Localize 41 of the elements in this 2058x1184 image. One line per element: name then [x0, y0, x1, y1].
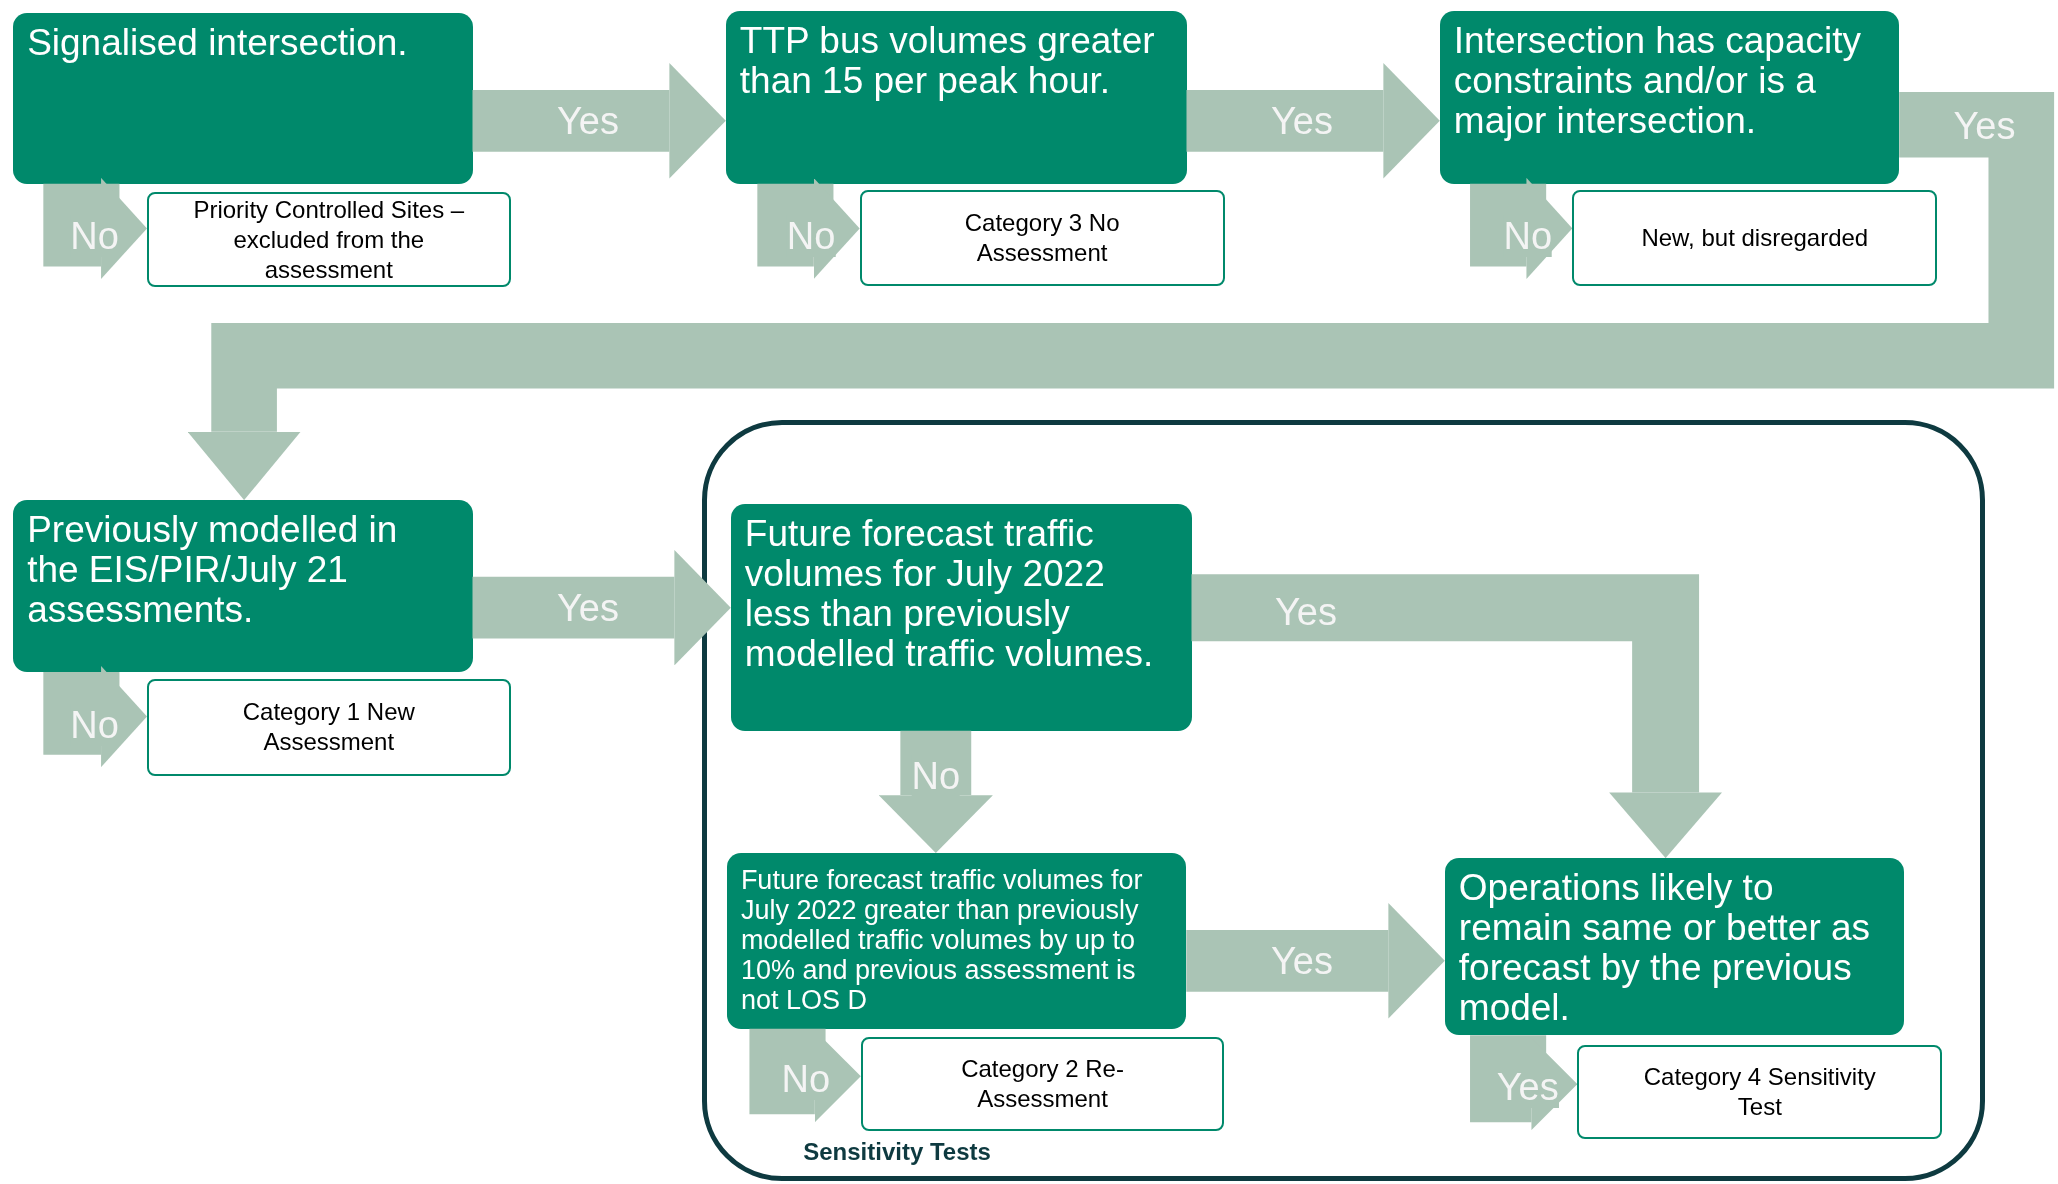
block-arrow: [1191, 574, 1723, 859]
outcome-box: [147, 191, 511, 288]
block-arrow: [43, 177, 147, 279]
outcome-box: [1577, 1044, 1943, 1139]
block-arrow: [472, 63, 726, 179]
decision-text: Intersection has capacity constraints and/or is a major intersection.: [1453, 20, 1863, 141]
decision-text: Operations likely to remain same or better as forecast by the previous model.: [1458, 868, 1872, 1029]
decision-box: [725, 10, 1187, 184]
outcome-box: [860, 1036, 1225, 1132]
decision-box: [13, 500, 473, 672]
block-arrow: [43, 666, 147, 768]
outcome-box: [1572, 190, 1938, 287]
outcome-text: Category 4 Sensitivity Test: [1642, 1061, 1877, 1122]
block-arrow: [187, 91, 2055, 501]
block-arrow: [757, 177, 860, 279]
block-arrow: [878, 730, 993, 853]
decision-text: Signalised intersection.: [27, 23, 409, 64]
decision-box: [13, 13, 473, 184]
block-arrow: [1186, 903, 1445, 1019]
group-frame: [702, 420, 1985, 1182]
outcome-box: [859, 190, 1225, 287]
decision-text: Future forecast traffic volumes for July 2022 greater than previously modelled traffic volumes by up to 10% and previous assessment is not LOS D: [740, 864, 1144, 1015]
block-arrow: [472, 549, 731, 666]
decision-box: [1444, 858, 1905, 1036]
decision-text: Previously modelled in the EIS/PIR/July 21 assessments.: [27, 510, 399, 631]
outcome-box: [147, 678, 511, 776]
block-arrow: [749, 1028, 861, 1123]
decision-box: [726, 852, 1187, 1029]
block-arrow: [1186, 63, 1440, 179]
outcome-text: Category 2 Re-Assessment: [960, 1053, 1125, 1114]
outcome-text: Category 3 No Assessment: [963, 208, 1121, 269]
outcome-text: Category 1 New Assessment: [241, 697, 416, 758]
block-arrow: [1470, 177, 1573, 279]
decision-text: Future forecast traffic volumes for July 2022 less than previously modelled traffic volumes.: [744, 513, 1155, 674]
group-title: Sensitivity Tests: [803, 1137, 991, 1168]
outcome-text: New, but disregarded: [1641, 223, 1869, 254]
outcome-text: Priority Controlled Sites – excluded from the assessment: [192, 194, 466, 285]
decision-box: [1439, 10, 1900, 184]
decision-box: [730, 503, 1192, 731]
decision-text: TTP bus volumes greater than 15 per peak hour.: [739, 20, 1156, 101]
block-arrow: [1470, 1035, 1578, 1131]
